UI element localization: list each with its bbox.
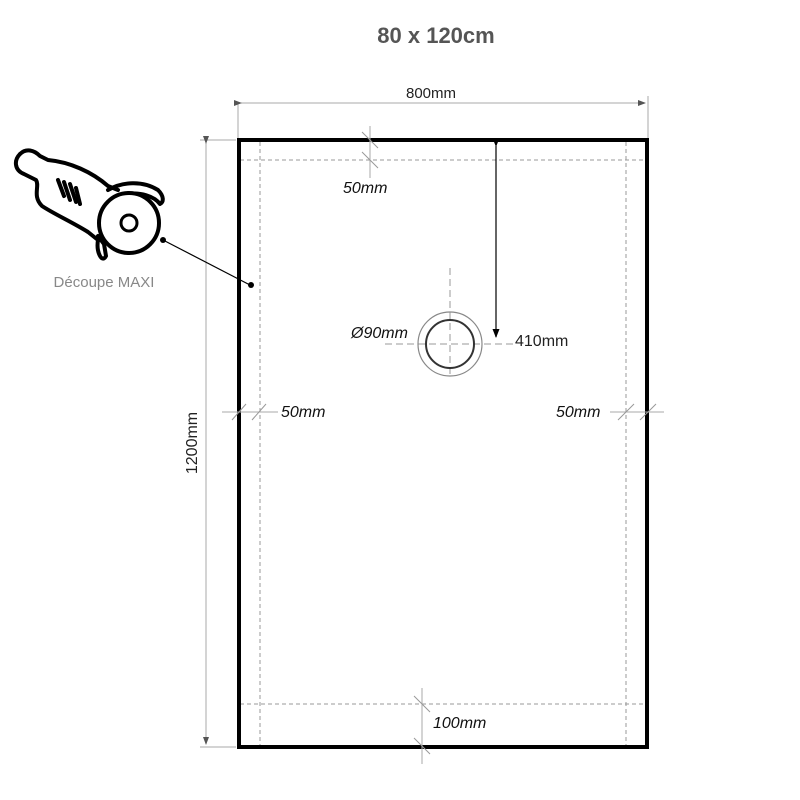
cut-margin-lines (240, 142, 646, 745)
drain-outer-ring (417, 311, 483, 377)
drain-offset-dimension: 410mm (492, 138, 568, 350)
left-margin-label: 50mm (281, 404, 325, 421)
tool-leader-line (160, 237, 254, 288)
page-title: 80 x 120cm (377, 23, 494, 48)
drain-inner-ring (425, 319, 475, 369)
drain: Ø90mm (350, 268, 515, 378)
width-label: 800mm (406, 85, 456, 102)
height-label: 1200mm (184, 412, 201, 474)
tool-label: Découpe MAXI (54, 274, 155, 291)
right-margin-dimension: 50mm (556, 403, 664, 421)
width-dimension: 800mm (234, 85, 649, 138)
drain-diameter-label: Ø90mm (350, 325, 408, 342)
drain-offset-label: 410mm (515, 333, 568, 350)
bottom-margin-label: 100mm (433, 715, 486, 732)
angle-grinder-icon (13, 148, 165, 261)
right-margin-label: 50mm (556, 404, 600, 421)
tray-outline (237, 138, 649, 749)
height-dimension: 1200mm (184, 136, 236, 748)
top-margin-label: 50mm (343, 180, 387, 197)
left-margin-dimension: 50mm (222, 403, 325, 421)
top-margin-dimension: 50mm (343, 126, 387, 197)
bottom-margin-dimension: 100mm (413, 688, 486, 764)
